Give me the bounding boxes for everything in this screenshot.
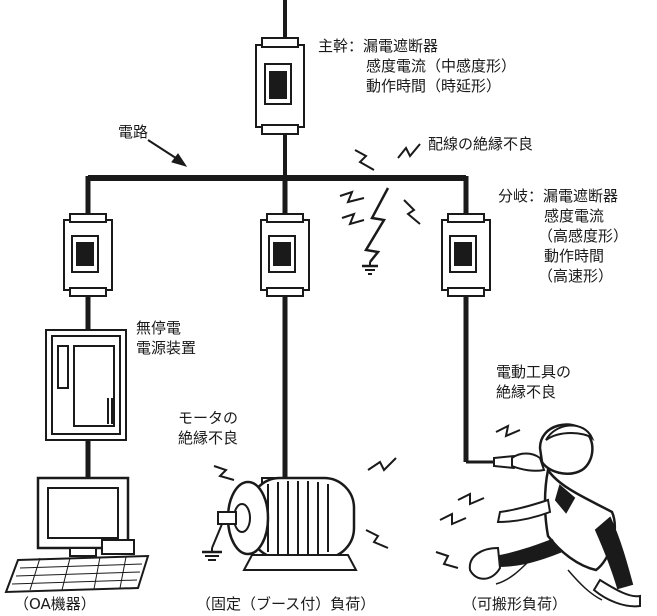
main-breaker-title: 主幹：漏電遮断器 [318, 37, 439, 55]
motor-fault-line2: 絶縁不良 [178, 429, 239, 447]
branch-breaker-title: 分岐：漏電遮断器 [498, 187, 619, 205]
main-breaker-label: 主幹：漏電遮断器 感度電流（中感度形） 動作時間（時延形） [318, 36, 516, 96]
wiring-fault-label: 配線の絶縁不良 [428, 135, 534, 153]
branch-breaker-right-icon [441, 213, 491, 297]
branch-breaker-sensitivity-type: （高感度形） [538, 227, 629, 245]
branch-breaker-operating-time: 動作時間 [544, 247, 605, 265]
branch-breaker-sensitivity: 感度電流 [544, 207, 605, 225]
motor-icon [211, 476, 358, 571]
caption-oa-equipment: （OA機器） [14, 595, 96, 613]
main-breaker-operating-time: 動作時間（時延形） [366, 77, 502, 95]
branch-breaker-operating-type: （高速形） [538, 267, 614, 285]
ups-label-line2: 電源装置 [136, 339, 197, 357]
wiring-fault-lightning-icon [362, 187, 390, 275]
tool-fault-line1: 電動工具の [496, 363, 572, 381]
ups-label-line1: 無停電 [136, 319, 182, 337]
branch-breaker-left-icon [63, 213, 113, 297]
motor-ground-icon [202, 548, 222, 561]
ups-icon [45, 329, 127, 441]
spark-icon [213, 143, 521, 569]
ups-label: 無停電 電源装置 [136, 318, 196, 358]
branch-breaker-label: 分岐：漏電遮断器 感度電流 （高感度形） 動作時間 （高速形） [498, 186, 628, 286]
branch-breaker-center-icon [260, 213, 310, 297]
computer-icon [4, 476, 150, 594]
tool-fault-label: 電動工具の 絶縁不良 [496, 362, 571, 402]
main-breaker-sensitivity: 感度電流（中感度形） [366, 57, 517, 75]
motor-fault-line1: モータの [178, 409, 239, 427]
tool-fault-line2: 絶縁不良 [496, 383, 557, 401]
circuit-pointer-arrow [147, 139, 188, 167]
caption-portable-load: （可搬形負荷） [462, 595, 568, 613]
motor-fault-label: モータの 絶縁不良 [178, 408, 238, 448]
worker-with-power-tool-icon [466, 423, 641, 608]
circuit-label: 電路 [118, 123, 149, 141]
caption-fixed-load: （固定（ブース付）負荷） [196, 595, 376, 613]
main-breaker-icon [255, 37, 305, 135]
